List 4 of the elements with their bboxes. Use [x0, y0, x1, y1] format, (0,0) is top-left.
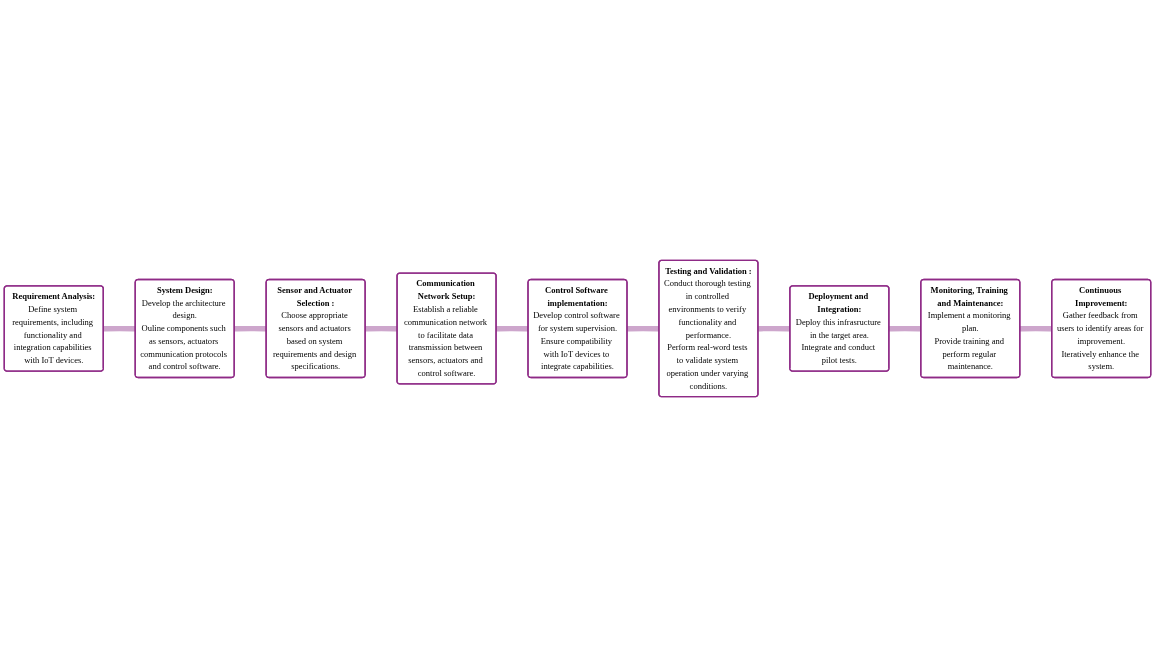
- connector: [365, 325, 398, 332]
- connector: [496, 325, 529, 332]
- connector: [234, 325, 267, 332]
- connector: [103, 325, 136, 332]
